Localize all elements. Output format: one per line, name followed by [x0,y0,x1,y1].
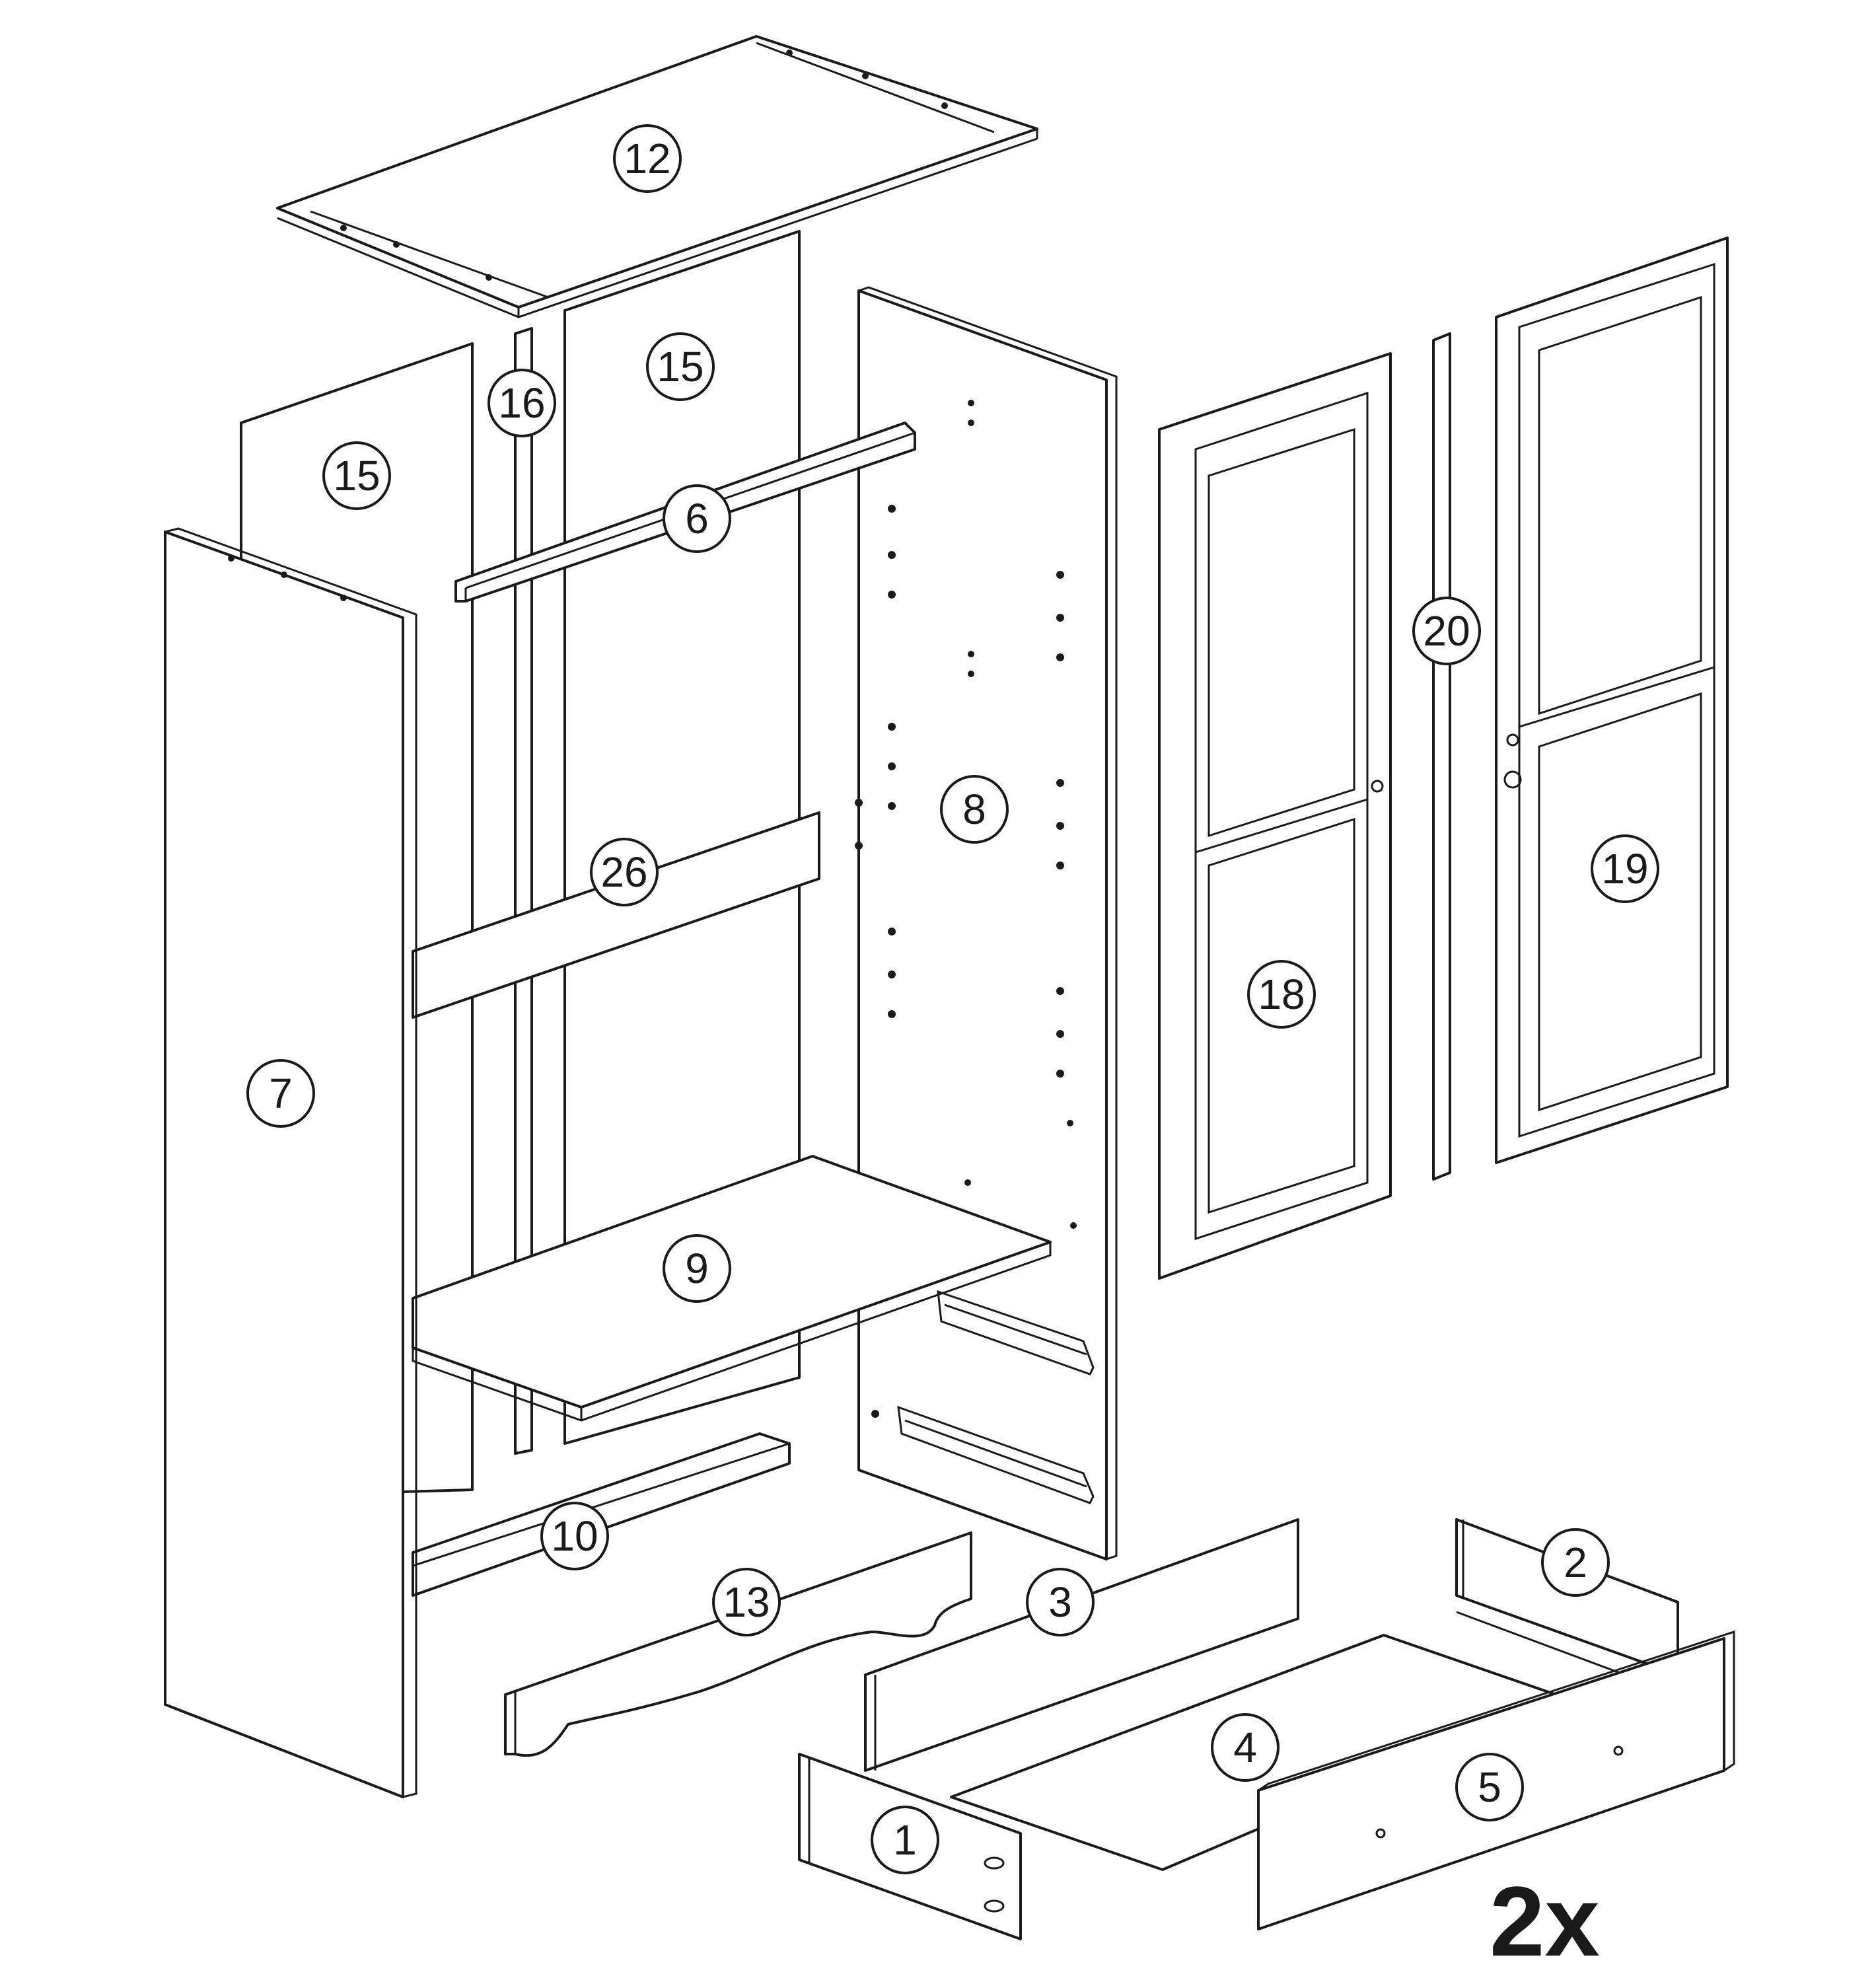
callout-19: 19 [1591,834,1659,903]
system-holes [855,400,1077,1418]
callout-2: 2 [1541,1528,1610,1597]
callout-label-8: 8 [962,786,986,833]
callout-12: 12 [613,124,682,193]
callout-label-12: 12 [624,135,670,182]
astragal-strip [1432,332,1451,1181]
callout-label-4: 4 [1233,1724,1257,1771]
callout-label-7: 7 [269,1070,293,1117]
callout-5: 5 [1455,1753,1524,1821]
callout-7: 7 [246,1059,315,1128]
callout-label-18: 18 [1258,971,1305,1018]
plinth [504,1531,972,1757]
callout-13: 13 [712,1568,781,1636]
middle-brace [412,811,820,1019]
callout-15-left: 15 [322,441,391,510]
callout-15-right: 15 [646,332,715,401]
callout-8: 8 [940,775,1009,844]
callout-20: 20 [1412,597,1481,665]
callout-9: 9 [663,1234,731,1303]
door-left [1158,352,1392,1280]
callout-label-6: 6 [685,495,709,542]
callout-label-16: 16 [498,379,545,427]
callout-label-5: 5 [1478,1763,1501,1811]
callout-1: 1 [871,1806,939,1874]
callout-label-3: 3 [1048,1578,1072,1626]
left-side-panel [164,527,417,1798]
center-strip [514,327,533,1455]
callout-label-19: 19 [1601,845,1648,893]
callout-label-13: 13 [723,1578,770,1626]
callout-label-2: 2 [1564,1539,1587,1586]
drawer-runner-upper [937,1290,1095,1376]
callout-label-9: 9 [685,1245,709,1292]
callout-10: 10 [540,1502,609,1570]
drawer-quantity-label: 2x [1490,1866,1600,1977]
callout-label-1: 1 [893,1816,917,1864]
callout-label-10: 10 [551,1512,598,1560]
callout-label-15-left: 15 [333,452,380,499]
door-right [1495,237,1729,1164]
callout-16: 16 [487,369,556,437]
shelf [412,1155,1052,1422]
callout-label-26: 26 [600,848,647,896]
callout-4: 4 [1211,1713,1280,1782]
right-side-panel [855,286,1118,1560]
callout-26: 26 [590,838,659,906]
callout-3: 3 [1026,1568,1095,1636]
callout-6: 6 [663,484,731,553]
drawer-runner-lower [897,1405,1095,1504]
callout-18: 18 [1247,960,1316,1029]
callout-label-20: 20 [1423,607,1470,655]
drawer-back [864,1518,1299,1772]
callout-label-15-right: 15 [657,343,704,390]
